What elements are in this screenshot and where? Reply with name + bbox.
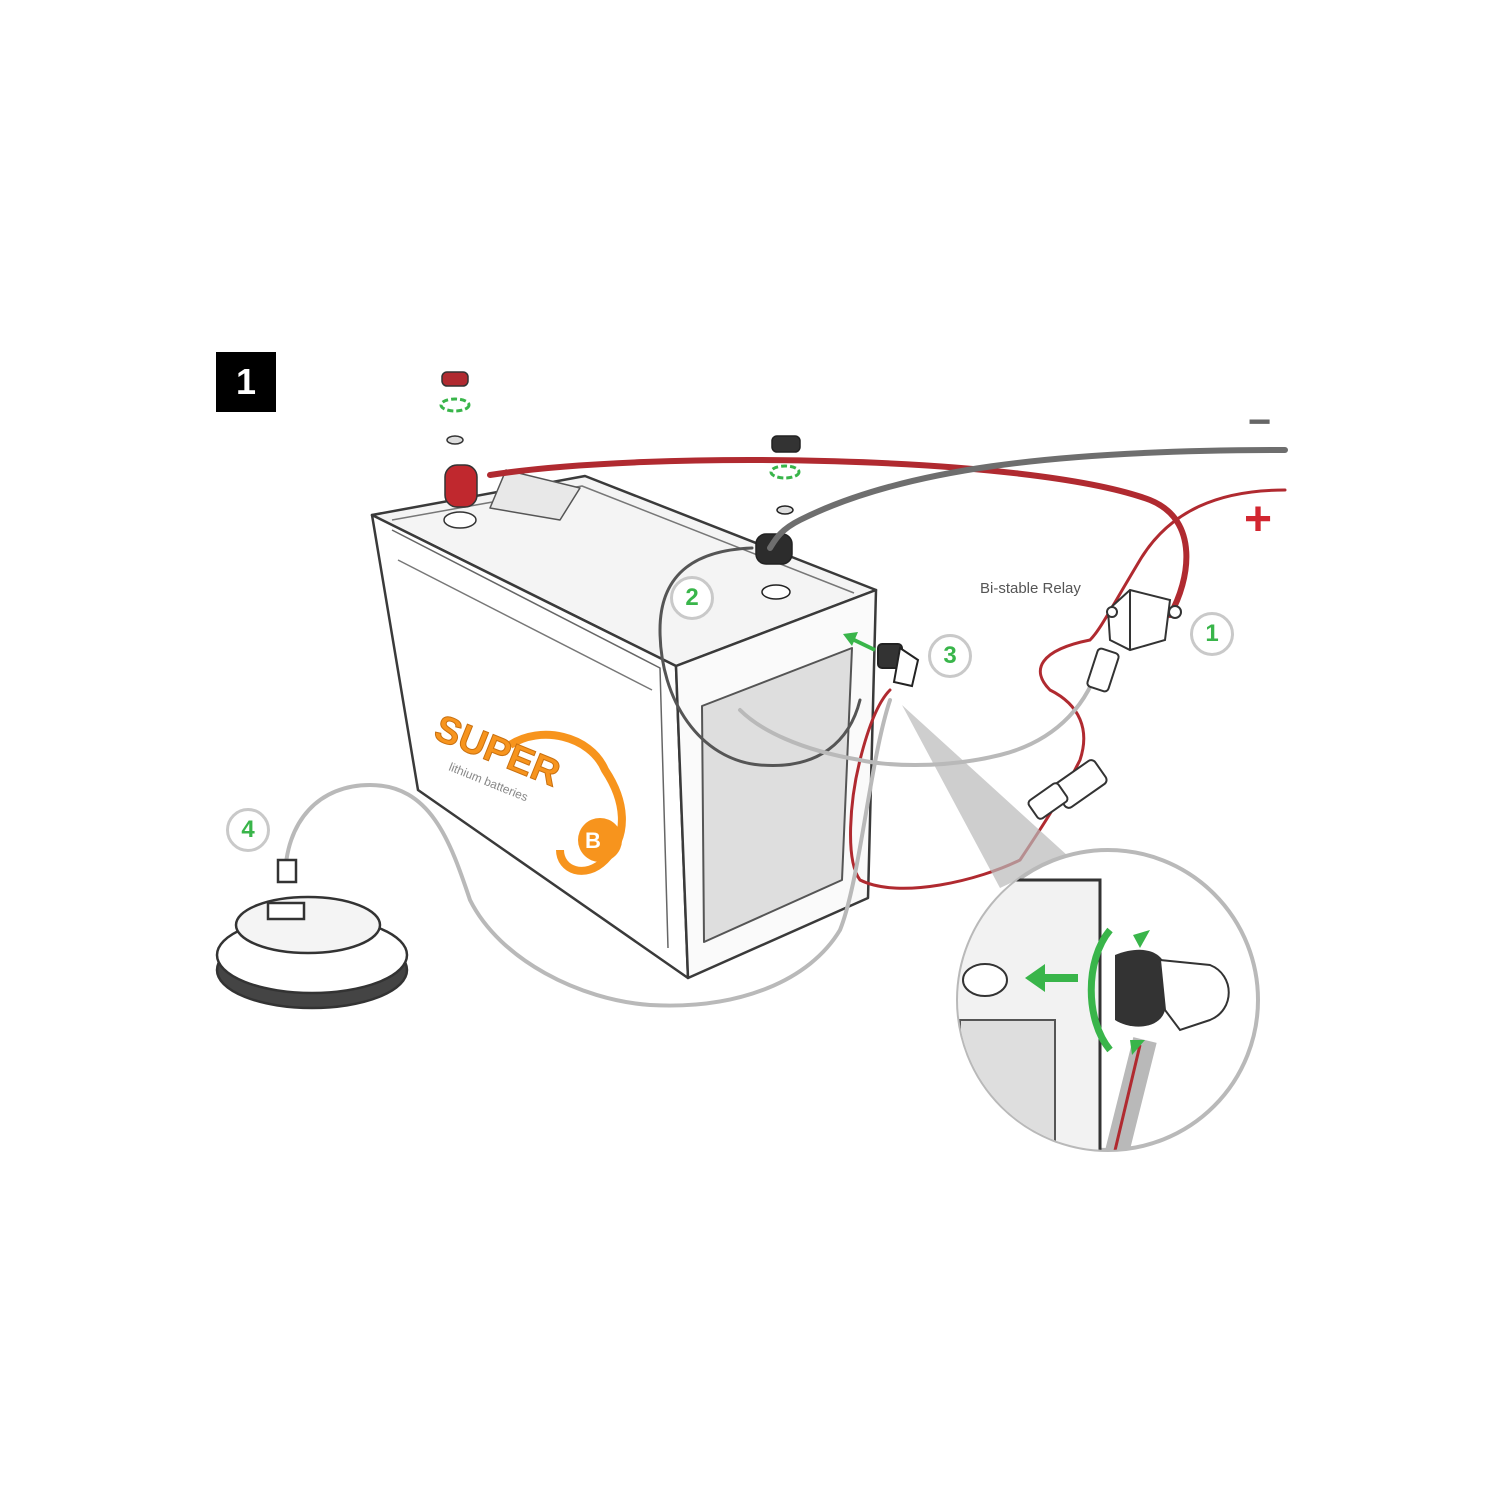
negative-terminal xyxy=(755,435,801,600)
positive-terminal xyxy=(439,371,478,529)
svg-text:B: B xyxy=(585,828,601,853)
cables xyxy=(283,447,1288,1008)
negative-sign: − xyxy=(1248,400,1272,444)
light-relay-cable xyxy=(738,658,1102,767)
bi-stable-relay xyxy=(1086,588,1182,693)
callout-4: 4 xyxy=(226,808,270,852)
positive-sign: + xyxy=(1244,493,1273,546)
callout-2: 2 xyxy=(670,576,714,620)
red-main-cable xyxy=(487,457,1190,618)
battery xyxy=(370,469,878,980)
step-number-box: 1 xyxy=(216,352,276,412)
callout-1: 1 xyxy=(1190,612,1234,656)
grey-negative-cable xyxy=(767,447,1288,551)
insert-arrow-icon xyxy=(843,632,876,652)
zoom-detail xyxy=(956,848,1260,1152)
light-monitor-cable xyxy=(283,698,892,1008)
relay-label: Bi-stable Relay xyxy=(980,580,1081,597)
battery-monitor xyxy=(215,858,409,1010)
zoom-cone xyxy=(902,705,1068,888)
callout-3: 3 xyxy=(928,634,972,678)
data-plug xyxy=(877,643,920,688)
inline-fuse-connector xyxy=(1027,759,1108,820)
red-positive-cable xyxy=(849,488,1287,890)
